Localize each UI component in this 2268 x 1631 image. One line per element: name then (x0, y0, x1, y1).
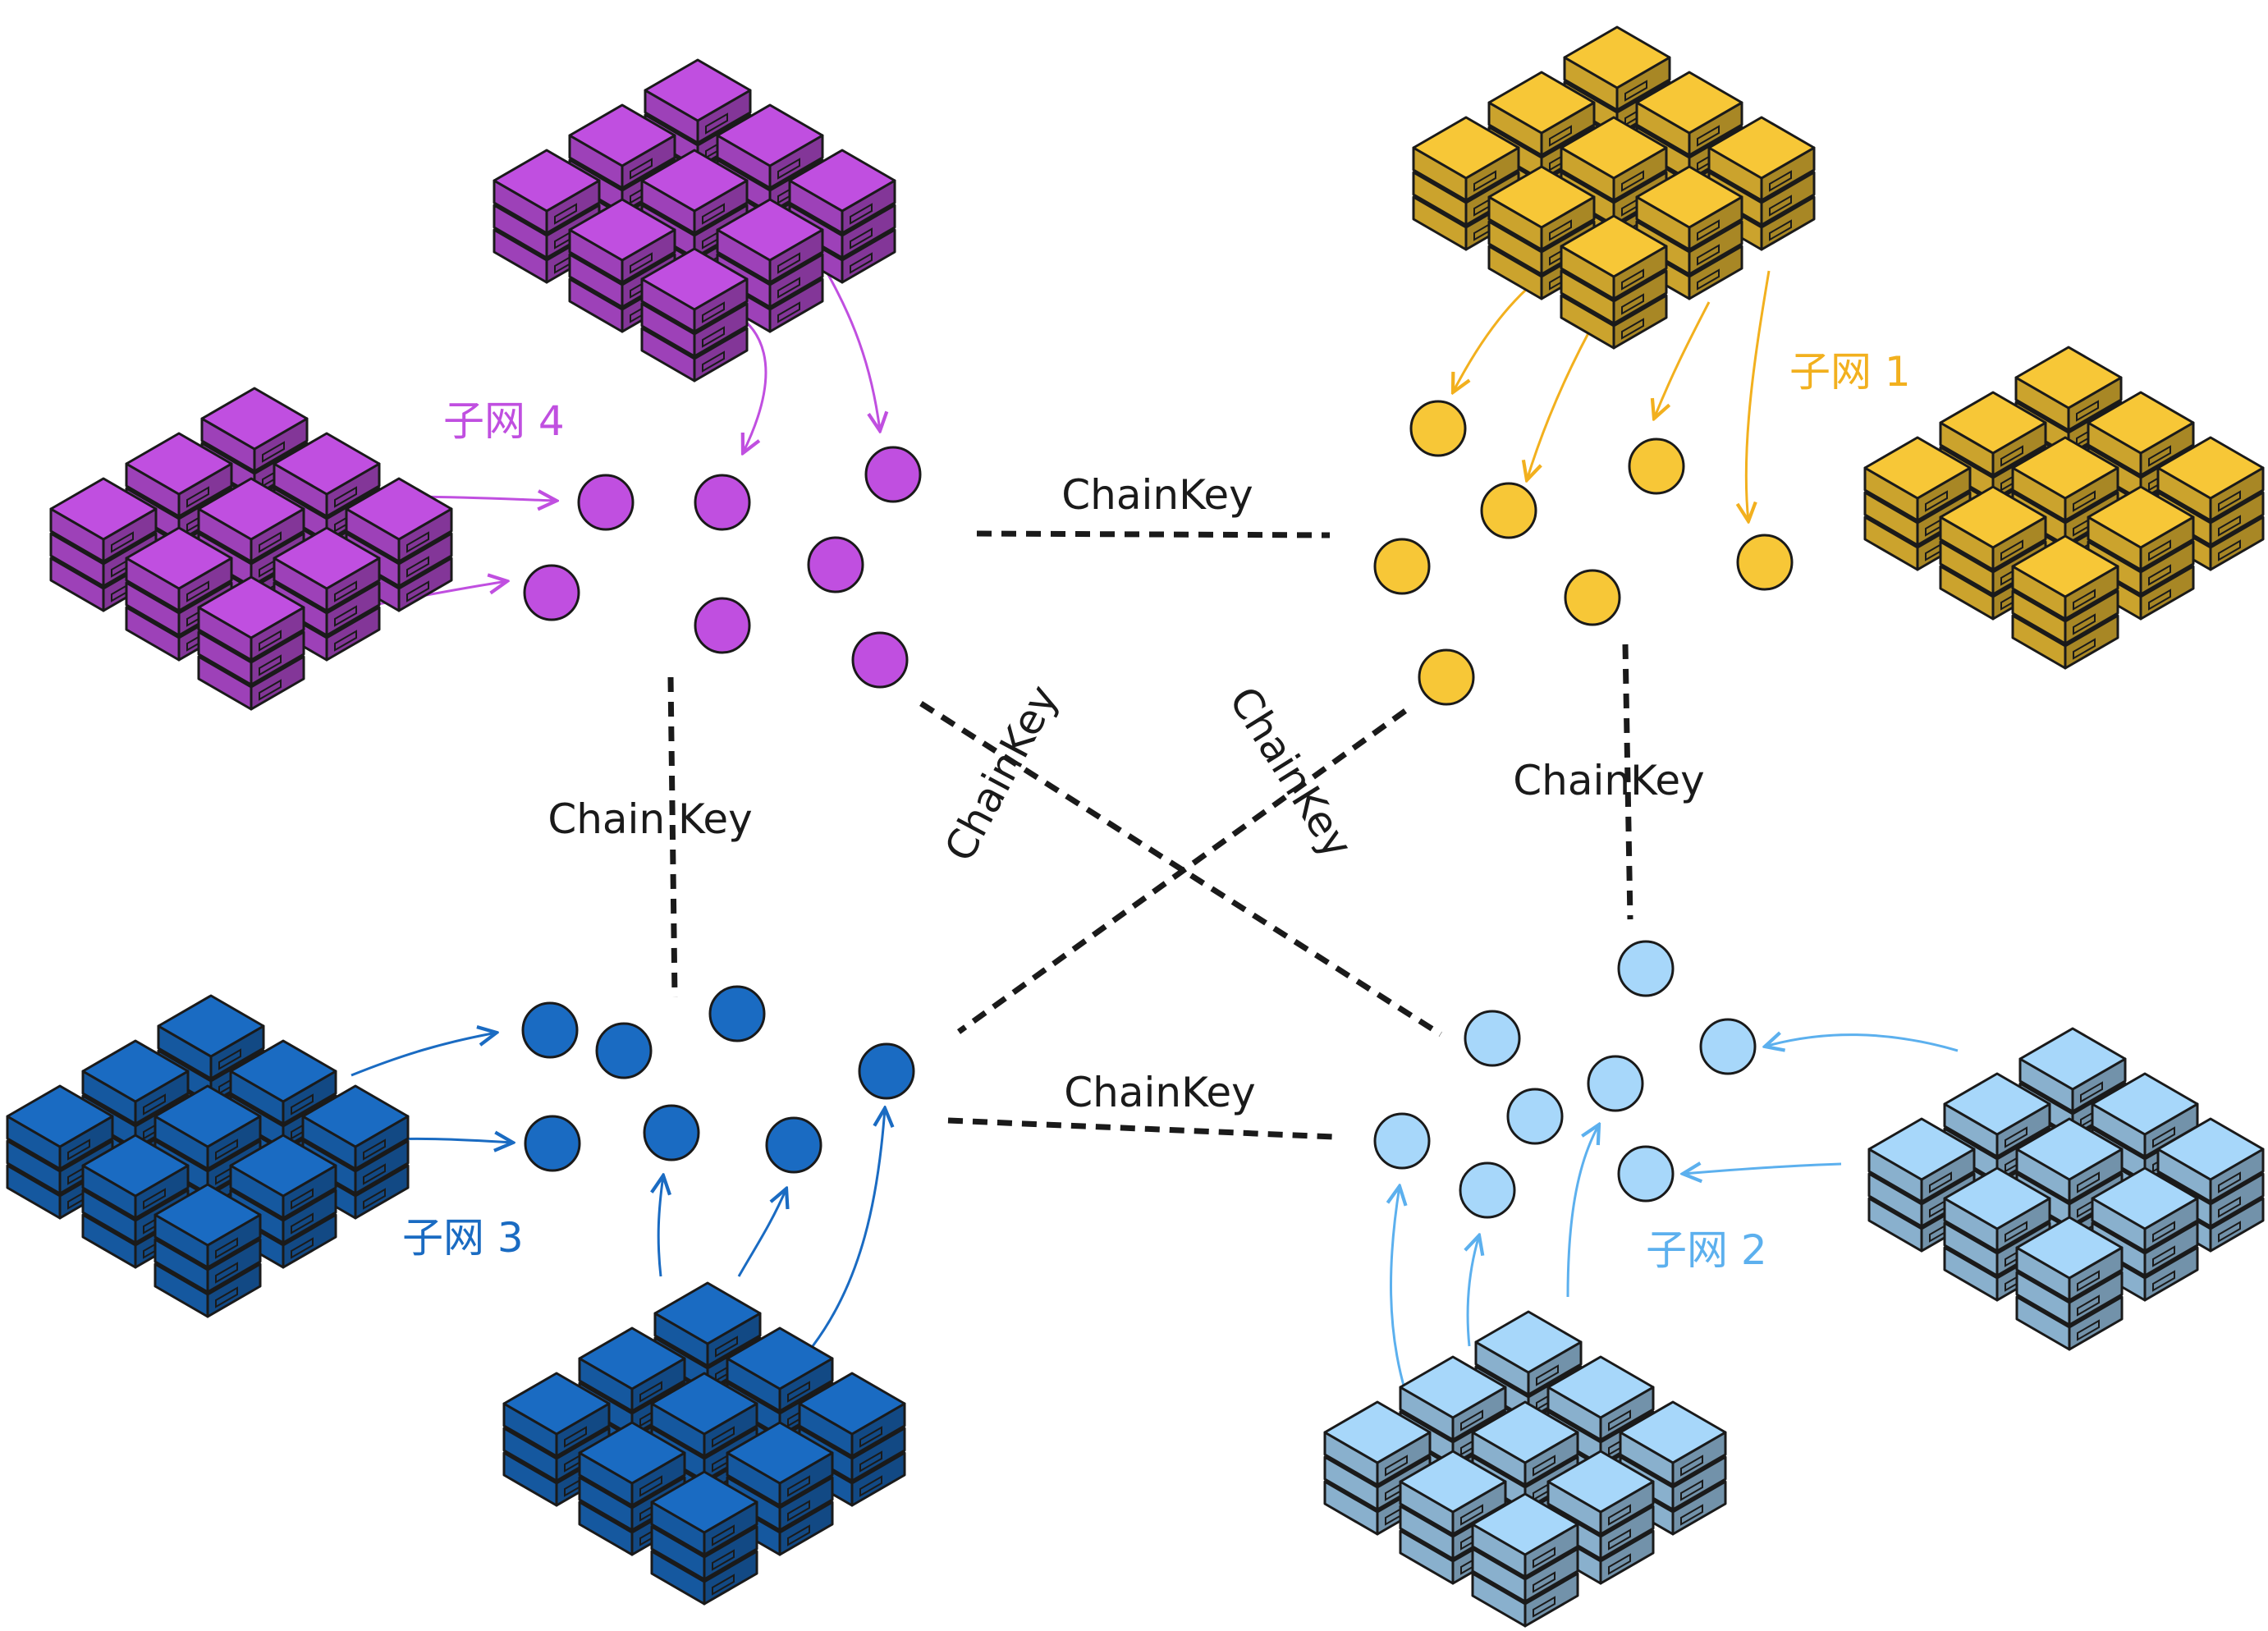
subnet-3-arrow (658, 1175, 663, 1277)
link-4-1-label: ChainKey (1061, 471, 1253, 519)
link-3-1-line (956, 708, 1408, 1034)
server-icon (197, 477, 305, 612)
subnet-2-node-circle-icon (1373, 1112, 1431, 1170)
subnet-1-label: 子网 1 (1789, 348, 1911, 396)
subnet-3-node-circle-icon (595, 1022, 653, 1079)
subnet-3-node-circle-icon (524, 1115, 581, 1172)
subnet-3-node-circle-icon (643, 1104, 700, 1161)
server-icon (640, 247, 749, 383)
server-icon (1867, 1117, 1976, 1253)
subnet-4-node-circle-icon (694, 597, 751, 654)
subnet-2-node-circle-icon (1699, 1018, 1757, 1075)
server-icon (1412, 116, 1520, 251)
subnet-3-label: 子网 3 (402, 1214, 524, 1262)
subnet-1-node-circle-icon (1628, 438, 1685, 495)
subnet-4-node-circle-icon (694, 474, 751, 531)
subnet-2-arrow (1566, 1125, 1599, 1298)
subnet-3-node-circle-icon (521, 1001, 579, 1059)
link-3-2-line (947, 1117, 1335, 1140)
subnet-2-arrow (1683, 1164, 1842, 1174)
server-icon (798, 1372, 906, 1507)
server-icon (1471, 1492, 1579, 1628)
subnet-1-node-circle-icon (1409, 400, 1467, 457)
subnet-2-node-circle-icon (1506, 1088, 1564, 1145)
link-4-3-label: Chain Key (548, 795, 752, 843)
subnet-2-node-circle-icon (1617, 940, 1675, 997)
server-icon (2087, 485, 2195, 621)
subnet-3-arrow (811, 1108, 885, 1347)
subnet-1-arrow (1654, 301, 1711, 419)
server-icon (716, 198, 824, 333)
subnet-2-node-circle-icon (1459, 1161, 1516, 1219)
subnet-3-arrow (351, 1033, 497, 1077)
server-icon (81, 1039, 190, 1175)
subnet-4-label: 子网 4 (443, 397, 565, 445)
subnet-4-node-circle-icon (523, 564, 580, 621)
subnet-2-server-cluster-icon (1323, 1027, 2265, 1628)
subnet-1-node-circle-icon (1736, 534, 1794, 591)
subnet-4-node-circle-icon (851, 631, 909, 689)
link-4-1-line (976, 530, 1331, 538)
subnet-4-node-circle-icon (864, 446, 922, 503)
subnet-3-arrow (737, 1189, 786, 1277)
subnet-4-arrow (815, 254, 880, 431)
subnet-1-server-cluster-icon (1412, 25, 2265, 670)
link-1-2-line (1622, 644, 1633, 920)
subnet-nodes (521, 400, 1794, 1219)
server-icon (2015, 1216, 2124, 1351)
subnet-2-node-circle-icon (1464, 1010, 1521, 1067)
link-4-2-label: ChainKey (936, 677, 1068, 868)
subnet-1-node-circle-icon (1418, 648, 1475, 706)
link-1-2-label: ChainKey (1513, 757, 1704, 804)
subnet-1-arrow (1746, 270, 1771, 521)
server-clusters (6, 25, 2265, 1628)
subnet-1-node-circle-icon (1564, 569, 1621, 626)
server-icon (153, 1183, 262, 1318)
server-icon (650, 1470, 758, 1606)
subnet-labels: 子网 1 子网 2 子网 3 子网 4 (402, 348, 1911, 1274)
server-icon (1939, 485, 2047, 621)
server-icon (2011, 534, 2119, 670)
server-icon (493, 149, 601, 284)
server-icon (229, 1134, 337, 1269)
link-3-2-label: ChainKey (1064, 1069, 1255, 1116)
subnet-2-label: 子网 2 (1646, 1226, 1767, 1274)
subnet-3-node-circle-icon (858, 1042, 915, 1100)
subnet-3-node-circle-icon (765, 1116, 822, 1174)
chainkey-links (667, 530, 1633, 1140)
link-3-1-label: ChainKey (1220, 679, 1362, 867)
subnet-2-node-circle-icon (1617, 1145, 1675, 1203)
subnet-4-server-cluster-icon (49, 58, 896, 711)
server-icon (1323, 1400, 1432, 1536)
subnet-1-node-circle-icon (1373, 538, 1431, 595)
subnet-3-node-circle-icon (708, 985, 766, 1042)
subnet-2-arrow (1391, 1186, 1405, 1392)
subnet-2-node-circle-icon (1587, 1055, 1644, 1112)
subnet-2-arrow (1765, 1035, 1959, 1051)
subnet-2-arrow (1468, 1235, 1479, 1347)
subnet-1-arrow (1527, 313, 1601, 480)
server-icon (1560, 214, 1668, 350)
subnet-1-node-circle-icon (1480, 482, 1537, 539)
subnet-4-node-circle-icon (577, 474, 635, 531)
subnet-3-server-cluster-icon (6, 994, 906, 1606)
server-icon (2091, 1166, 2199, 1302)
subnet-4-node-circle-icon (807, 536, 864, 593)
subnet-1-arrow (1453, 287, 1528, 392)
server-icon (125, 526, 233, 662)
link-4-3-line (667, 676, 678, 998)
server-icon (197, 575, 305, 711)
